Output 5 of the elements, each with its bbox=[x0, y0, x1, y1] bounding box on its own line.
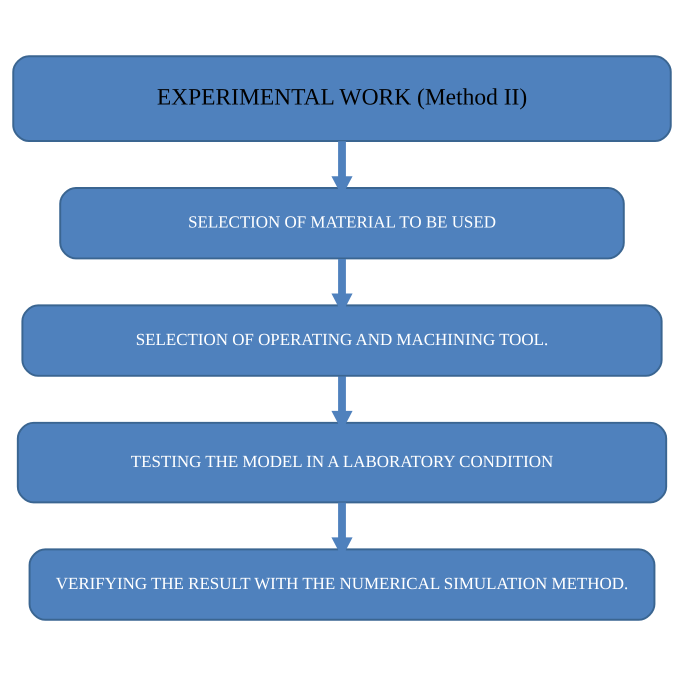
node-box: SELECTION OF MATERIAL TO BE USED bbox=[59, 186, 625, 259]
node-box: EXPERIMENTAL WORK (Method II) bbox=[12, 54, 672, 142]
node-box: SELECTION OF OPERATING AND MACHINING TOOL. bbox=[21, 304, 663, 376]
node-box: TESTING THE MODEL IN A LABORATORY CONDITION bbox=[16, 421, 668, 503]
node-box: VERIFYING THE RESULT WITH THE NUMERICAL SIMULATION METHOD. bbox=[28, 548, 656, 620]
